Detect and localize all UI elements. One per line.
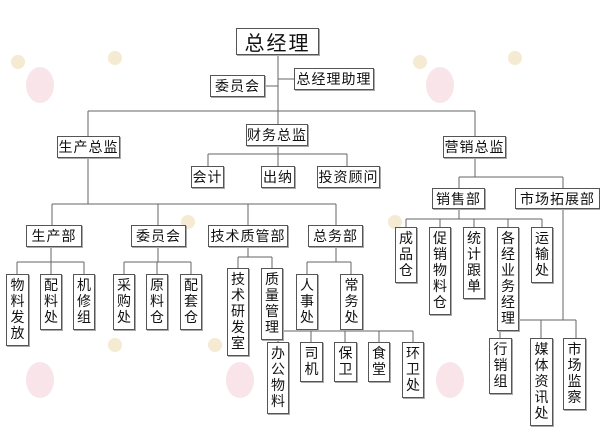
node-marketing-group: 行销组 [489,338,512,394]
node-ceo-assistant: 总经理助理 [294,68,374,90]
node-committee-prod: 委员会 [131,225,186,247]
node-media: 媒体资讯处 [530,338,553,426]
node-admin-dept: 总务部 [308,225,363,247]
node-stats: 统计跟单 [463,227,485,299]
butterfly-decoration [426,67,454,103]
heart-decoration [11,55,25,69]
node-batching: 配料处 [40,274,62,330]
node-purchasing: 采购处 [113,274,135,330]
node-transport: 运输处 [531,227,553,283]
node-general-affairs: 常务处 [340,274,363,330]
node-prod-dept: 生产部 [26,225,82,247]
node-repair: 机修组 [73,274,95,330]
node-driver: 司机 [300,342,323,382]
node-rnd: 技术研发室 [227,268,249,356]
node-quality: 质量管理 [261,268,283,340]
connector [51,158,337,225]
node-office-supplies: 办公物料 [267,342,289,414]
node-tech-qc-dept: 技术质管部 [208,225,288,247]
node-sales-dept: 销售部 [432,188,485,209]
node-sales-director: 营销总监 [443,136,506,158]
node-market-monitor: 市场监察 [563,338,586,410]
heart-decoration [413,55,427,69]
node-sanitation: 环卫处 [402,342,424,398]
heart-decoration [388,215,402,229]
butterfly-decoration [226,362,254,398]
node-security: 保卫 [334,342,357,382]
node-finance-director: 财务总监 [246,124,308,146]
heart-decoration [508,51,522,65]
connector [123,247,192,274]
node-canteen: 食堂 [368,342,390,382]
node-prod-director: 生产总监 [57,136,120,158]
heart-decoration [108,338,122,352]
node-material-issue: 物料发放 [6,274,29,346]
node-finished-store: 成品仓 [395,227,417,283]
connector [16,247,85,274]
node-raw-store: 原料仓 [146,274,168,330]
node-accounting: 会计 [191,166,224,188]
node-biz-managers: 各经业务经理 [497,227,519,331]
butterfly-decoration [26,67,54,103]
heart-decoration [108,51,122,65]
connector [306,247,352,274]
node-promo-store: 促销物料仓 [429,227,451,315]
connector [207,111,348,166]
connector [87,54,476,136]
connector [405,209,543,227]
heart-decoration [208,338,222,352]
node-parts-store: 配套仓 [180,274,202,330]
connector [237,247,273,268]
butterfly-decoration [26,362,54,398]
node-hr: 人事处 [296,274,318,330]
node-committee-top: 委员会 [210,75,265,97]
connector [458,158,564,188]
butterfly-decoration [436,362,464,398]
node-ceo: 总经理 [236,28,319,55]
node-market-dept: 市场拓展部 [515,188,600,209]
node-invest-advisor: 投资顾问 [317,166,380,188]
node-cashier: 出纳 [261,166,295,188]
